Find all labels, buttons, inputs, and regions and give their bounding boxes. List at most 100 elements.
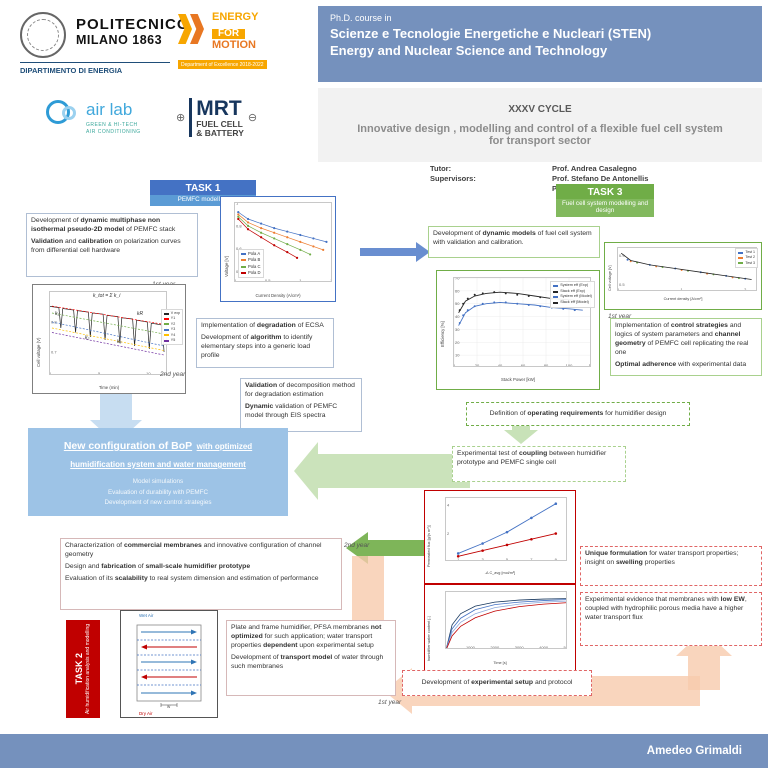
- task3-box1-p1: Development of dynamic models of fuel ce…: [433, 230, 592, 246]
- task1-box1: Development of dynamic multiphase non is…: [26, 213, 198, 277]
- legend-label: Y1: [170, 316, 176, 321]
- legend-swatch: [553, 301, 559, 304]
- bop-title: New configuration of BoP: [63, 440, 193, 452]
- airlab-name: air lab: [86, 100, 133, 119]
- task1-box3-p1: Validation of decomposition method for d…: [245, 382, 355, 398]
- y-axis-label: Efficiency [%]: [440, 321, 445, 347]
- svg-text:120: 120: [589, 363, 591, 367]
- mrt-sub1: FUEL CELL: [196, 119, 243, 129]
- legend-swatch: [553, 296, 559, 299]
- svg-text:3: 3: [481, 557, 484, 561]
- legend-swatch: [553, 290, 559, 293]
- blue-link-arrow: [360, 242, 430, 262]
- plot-area: 010002000300040005000: [445, 591, 567, 649]
- definition-box: Definition of operating requirements for…: [466, 402, 690, 426]
- bop-item: Model simulations: [132, 478, 184, 485]
- legend-item: Y3: [163, 327, 180, 332]
- task1-box1-p1: Development of dynamic multiphase non is…: [31, 217, 176, 233]
- airlab-circle2-icon: [62, 106, 76, 120]
- task3-box1: Development of dynamic models of fuel ce…: [428, 226, 600, 258]
- formulation-text: Unique formulation for water transport p…: [585, 550, 739, 566]
- legend: System eff (Exp) Stack eff (Exp) System …: [550, 281, 595, 308]
- task1-box3: Validation of decomposition method for d…: [240, 378, 362, 432]
- permeated-flux-chart: Permeated flux [g/(s m²)] 13579024 -Δ C_…: [424, 490, 576, 584]
- svg-text:0.9: 0.9: [619, 253, 625, 258]
- legend-label: Y4: [170, 332, 176, 337]
- y-axis-label: Permeated flux [g/(s m²)]: [427, 525, 431, 567]
- polarization-chart: Voltage [V] 00.511.50.40.60.81 Current D…: [220, 196, 336, 302]
- efm-motion: MOTION: [212, 39, 256, 52]
- legend-item: Pola C: [241, 264, 261, 270]
- polimi-department: DIPARTIMENTO DI ENERGIA: [20, 62, 170, 75]
- svg-text:3000: 3000: [515, 645, 525, 649]
- legend-swatch: [241, 265, 246, 268]
- svg-text:10: 10: [455, 353, 460, 358]
- legend: Pola A Pola B Pola C Pola D: [238, 249, 264, 279]
- x-axis-label: Time (min): [98, 385, 120, 390]
- formulation-box: Unique formulation for water transport p…: [580, 546, 762, 586]
- year-label: 2nd year: [344, 542, 370, 549]
- legend-label: Test 2: [745, 255, 755, 260]
- legend-item: Test 1: [738, 250, 755, 255]
- polimi-seal-inner: [27, 19, 59, 51]
- efficiency-chart: Efficiency [%] 0204060801001201020304050…: [436, 270, 600, 390]
- svg-text:0.8: 0.8: [51, 320, 57, 325]
- svg-text:40: 40: [498, 363, 503, 367]
- svg-text:7: 7: [530, 557, 533, 561]
- svg-text:0.6: 0.6: [236, 246, 242, 251]
- efm-chevron-icon: [178, 14, 192, 44]
- humidifier-schematic: [136, 624, 202, 707]
- task1-box1-p2: Validation and calibration on polarizati…: [31, 237, 181, 254]
- legend-swatch: [163, 312, 169, 315]
- efm-wordmark: ENERGY FOR MOTION: [212, 11, 258, 52]
- task2-subtitle: Air humidification analysis and modellin…: [85, 623, 92, 715]
- task1-box2-p2: Development of algorithm to identify ele…: [201, 333, 313, 359]
- svg-text:70: 70: [455, 277, 460, 281]
- svg-text:0: 0: [453, 363, 456, 367]
- svg-text:2: 2: [744, 287, 747, 291]
- task1-box2: Implementation of degradation of ECSA De…: [196, 318, 334, 368]
- legend-item: Pola D: [241, 270, 261, 276]
- spacer: [430, 184, 552, 193]
- task1-box3-p2: Dynamic validation of PEMFC model throug…: [245, 402, 338, 419]
- svg-text:0.8: 0.8: [236, 223, 242, 228]
- mrt-wordmark: MRT FUEL CELL & BATTERY: [189, 98, 244, 137]
- cycle-label: XXXV CYCLE: [508, 104, 572, 115]
- bop-item: Development of new control strategies: [104, 499, 212, 507]
- task2-title: TASK 2: [74, 653, 85, 685]
- tutor-name: Prof. Andrea Casalegno: [552, 164, 637, 173]
- legend-item: Pola A: [241, 251, 261, 257]
- legend-swatch: [163, 318, 169, 321]
- membranes-box: Characterization of commercial membranes…: [60, 538, 342, 610]
- tutor-label: Tutor:: [430, 164, 452, 173]
- legend: Test 1 Test 2 Test 3: [735, 248, 758, 269]
- legend-swatch: [163, 328, 169, 331]
- task3-subtitle: Fuel cell system modelling and design: [556, 199, 654, 218]
- legend-swatch: [163, 334, 169, 337]
- svg-text:0: 0: [234, 278, 237, 282]
- svg-text:5: 5: [506, 557, 509, 561]
- legend-swatch: [241, 272, 246, 275]
- svg-text:0: 0: [617, 287, 620, 291]
- svg-text:5: 5: [98, 371, 101, 375]
- svg-text:1: 1: [681, 287, 684, 291]
- svg-text:1000: 1000: [466, 645, 476, 649]
- legend-label: Pola A: [248, 251, 261, 256]
- svg-text:20: 20: [455, 340, 460, 345]
- legend-item: Stack eff (Exp): [553, 289, 592, 295]
- svg-text:0: 0: [447, 560, 450, 562]
- x-axis-label: -Δ C_avg [mol/m³]: [484, 571, 516, 575]
- polimi-line2: MILANO 1863: [76, 33, 163, 47]
- svg-text:0: 0: [49, 371, 52, 375]
- k2-annotation: k₂: [85, 335, 90, 341]
- x-axis-label: Current density [A/cm²]: [663, 297, 703, 301]
- efm-for: FOR: [212, 28, 246, 40]
- humidifier-diagram: Wet Air w Dry Air: [120, 610, 218, 718]
- task2-box-p1: Plate and frame humidifier, PFSA membran…: [231, 624, 382, 649]
- k1-annotation: k₁: [55, 311, 60, 317]
- legend-item: Y2: [163, 322, 180, 327]
